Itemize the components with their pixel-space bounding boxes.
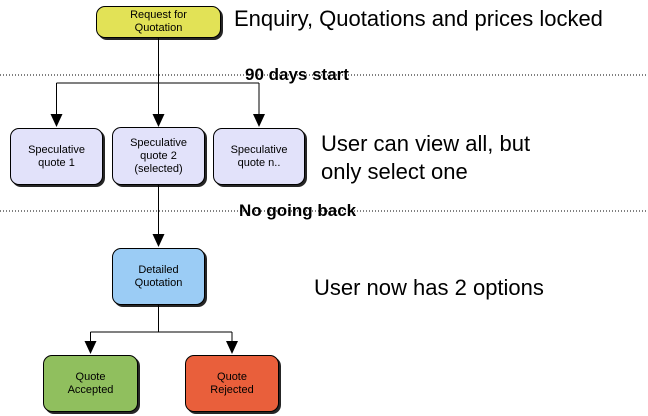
arrowhead-icon bbox=[226, 341, 238, 354]
node-label-line: quote n.. bbox=[237, 156, 281, 169]
divider-label-90-days-start: 90 days start bbox=[245, 65, 349, 84]
node-quote-rejected: Quote Rejected bbox=[185, 355, 279, 412]
node-quote-accepted: Quote Accepted bbox=[43, 355, 138, 412]
divider-label-no-going-back: No going back bbox=[239, 201, 357, 220]
arrowhead-icon bbox=[50, 114, 63, 127]
arrowhead-icon bbox=[152, 234, 165, 247]
node-label-line: Rejected bbox=[210, 383, 254, 396]
annotation-view-all: User can view all, but only select one bbox=[321, 130, 530, 186]
node-speculative-quote-1: Speculative quote 1 bbox=[10, 128, 103, 185]
node-label-line: Speculative bbox=[130, 136, 187, 149]
node-request-for-quotation: Request for Quotation bbox=[96, 6, 221, 38]
arrowhead-icon bbox=[152, 114, 165, 127]
node-label-line: Detailed bbox=[138, 263, 179, 276]
node-label-line: Quote bbox=[217, 370, 247, 383]
node-label-line: Speculative bbox=[28, 143, 85, 156]
annotation-enquiry: Enquiry, Quotations and prices locked bbox=[234, 6, 603, 31]
node-label-line: Request for bbox=[130, 9, 187, 21]
node-label-line: Speculative bbox=[230, 143, 288, 156]
arrowhead-icon bbox=[84, 341, 97, 354]
annotation-view-all-line1: User can view all, but bbox=[321, 131, 531, 156]
node-label-line: Quotation bbox=[134, 22, 183, 34]
node-label-line: quote 1 bbox=[38, 156, 75, 169]
node-label-line: Quote bbox=[75, 370, 106, 383]
node-label-line: (selected) bbox=[134, 162, 183, 175]
node-speculative-quote-2-selected: Speculative quote 2 (selected) bbox=[112, 127, 205, 185]
node-label-line: quote 2 bbox=[140, 149, 177, 162]
node-detailed-quotation: Detailed Quotation bbox=[112, 248, 205, 305]
node-speculative-quote-n: Speculative quote n.. bbox=[213, 128, 305, 185]
node-label-line: Quotation bbox=[134, 276, 183, 289]
arrowhead-icon bbox=[253, 114, 265, 127]
connector-lines bbox=[56, 38, 260, 342]
annotation-two-options: User now has 2 options bbox=[314, 275, 544, 300]
arrowheads bbox=[50, 114, 265, 354]
annotation-view-all-line2: only select one bbox=[321, 159, 468, 184]
node-label-line: Accepted bbox=[67, 383, 114, 396]
